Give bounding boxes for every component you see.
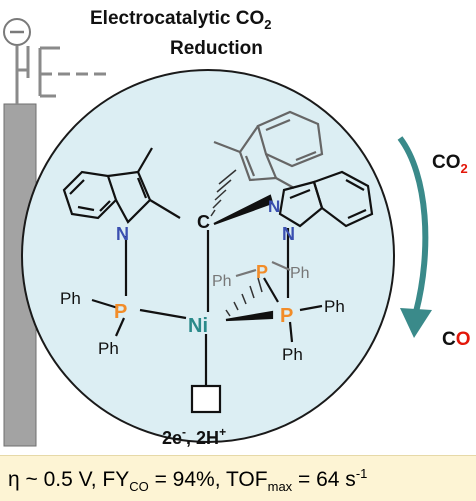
title-line-2: Reduction	[170, 38, 263, 59]
electrons-protons-label: 2e-, 2H+	[162, 425, 226, 448]
atom-n-right: N	[282, 224, 295, 244]
atom-p-left: P	[114, 301, 127, 323]
metrics-text: η ~ 0.5 V, FYCO = 94%, TOFmax = 64 s-1	[8, 466, 368, 495]
title-line-1: Electrocatalytic CO2	[90, 8, 271, 32]
ph-right-bottom: Ph	[282, 345, 303, 364]
ph-upper-right: Ph	[290, 265, 310, 282]
ph-left-top: Ph	[60, 289, 81, 308]
ph-left-bottom: Ph	[98, 339, 119, 358]
ph-upper-left: Ph	[212, 273, 232, 290]
co2-label: CO2	[432, 152, 468, 176]
atom-n-left: N	[116, 224, 129, 244]
reaction-arrowhead	[400, 308, 432, 338]
ph-right-top: Ph	[324, 297, 345, 316]
co-label: CO	[442, 329, 471, 350]
diagram-canvas: Electrocatalytic CO2 Reduction CO2 CO	[3, 8, 471, 448]
atom-ni: Ni	[188, 315, 208, 337]
atom-n-upper: N	[268, 197, 280, 216]
atom-p-upper: P	[256, 262, 268, 282]
atom-c-apex: C	[197, 212, 210, 232]
metrics-footer: η ~ 0.5 V, FYCO = 94%, TOFmax = 64 s-1	[0, 455, 476, 501]
molecule-structure	[62, 110, 374, 414]
reaction-arrow	[397, 136, 429, 313]
atom-p-right: P	[280, 305, 293, 327]
